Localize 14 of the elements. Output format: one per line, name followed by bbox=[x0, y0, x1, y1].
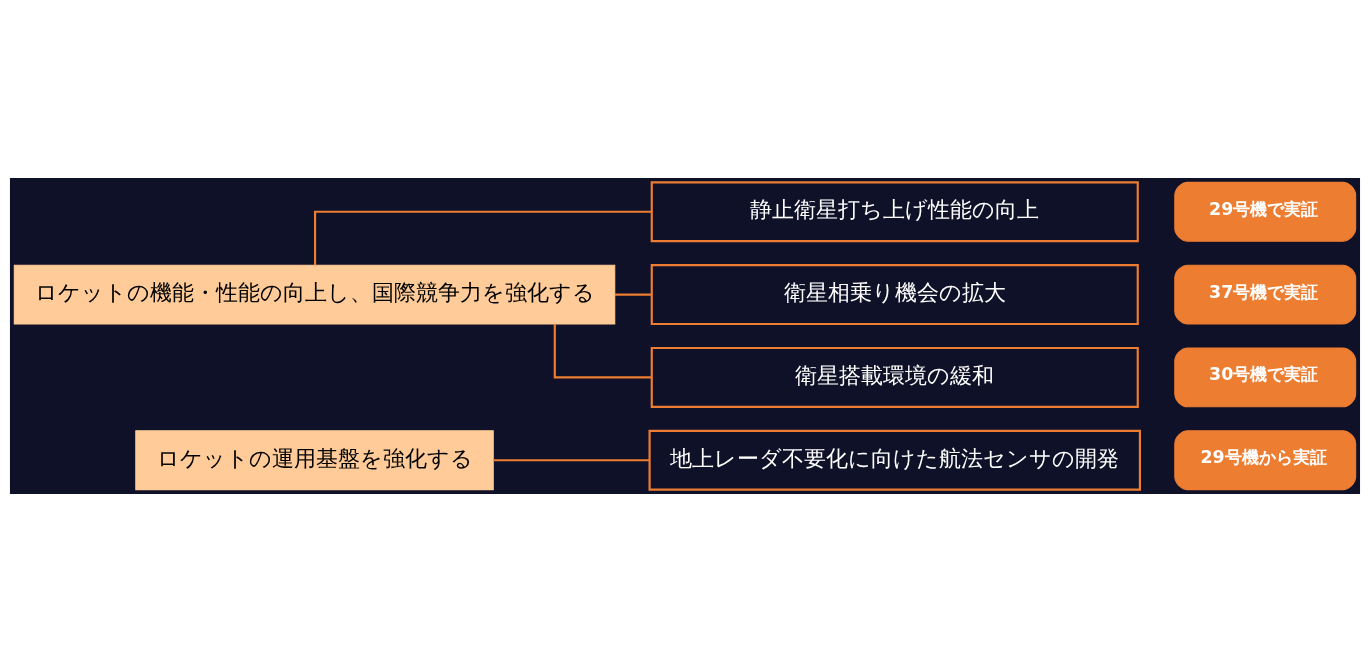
node-box: 衛星搭載環境の緩和 bbox=[650, 346, 1139, 408]
node-box: ロケットの運用基盤を強化する bbox=[135, 430, 494, 491]
connector bbox=[614, 293, 652, 296]
node-box: 29号機から実証 bbox=[1174, 430, 1357, 491]
node-box: 地上レーダ不要化に向けた航法センサの開発 bbox=[648, 429, 1141, 491]
connector bbox=[313, 210, 652, 266]
node-box: 29号機で実証 bbox=[1174, 181, 1357, 242]
connector bbox=[553, 324, 652, 379]
node-box: 衛星相乗り機会の拡大 bbox=[650, 264, 1139, 326]
node-box: 30号機で実証 bbox=[1174, 347, 1357, 408]
connector bbox=[493, 459, 650, 462]
node-box: 37号機で実証 bbox=[1174, 264, 1357, 325]
node-box: 静止衛星打ち上げ性能の向上 bbox=[650, 181, 1139, 243]
node-box: ロケットの機能・性能の向上し、国際競争力を強化する bbox=[13, 264, 616, 325]
